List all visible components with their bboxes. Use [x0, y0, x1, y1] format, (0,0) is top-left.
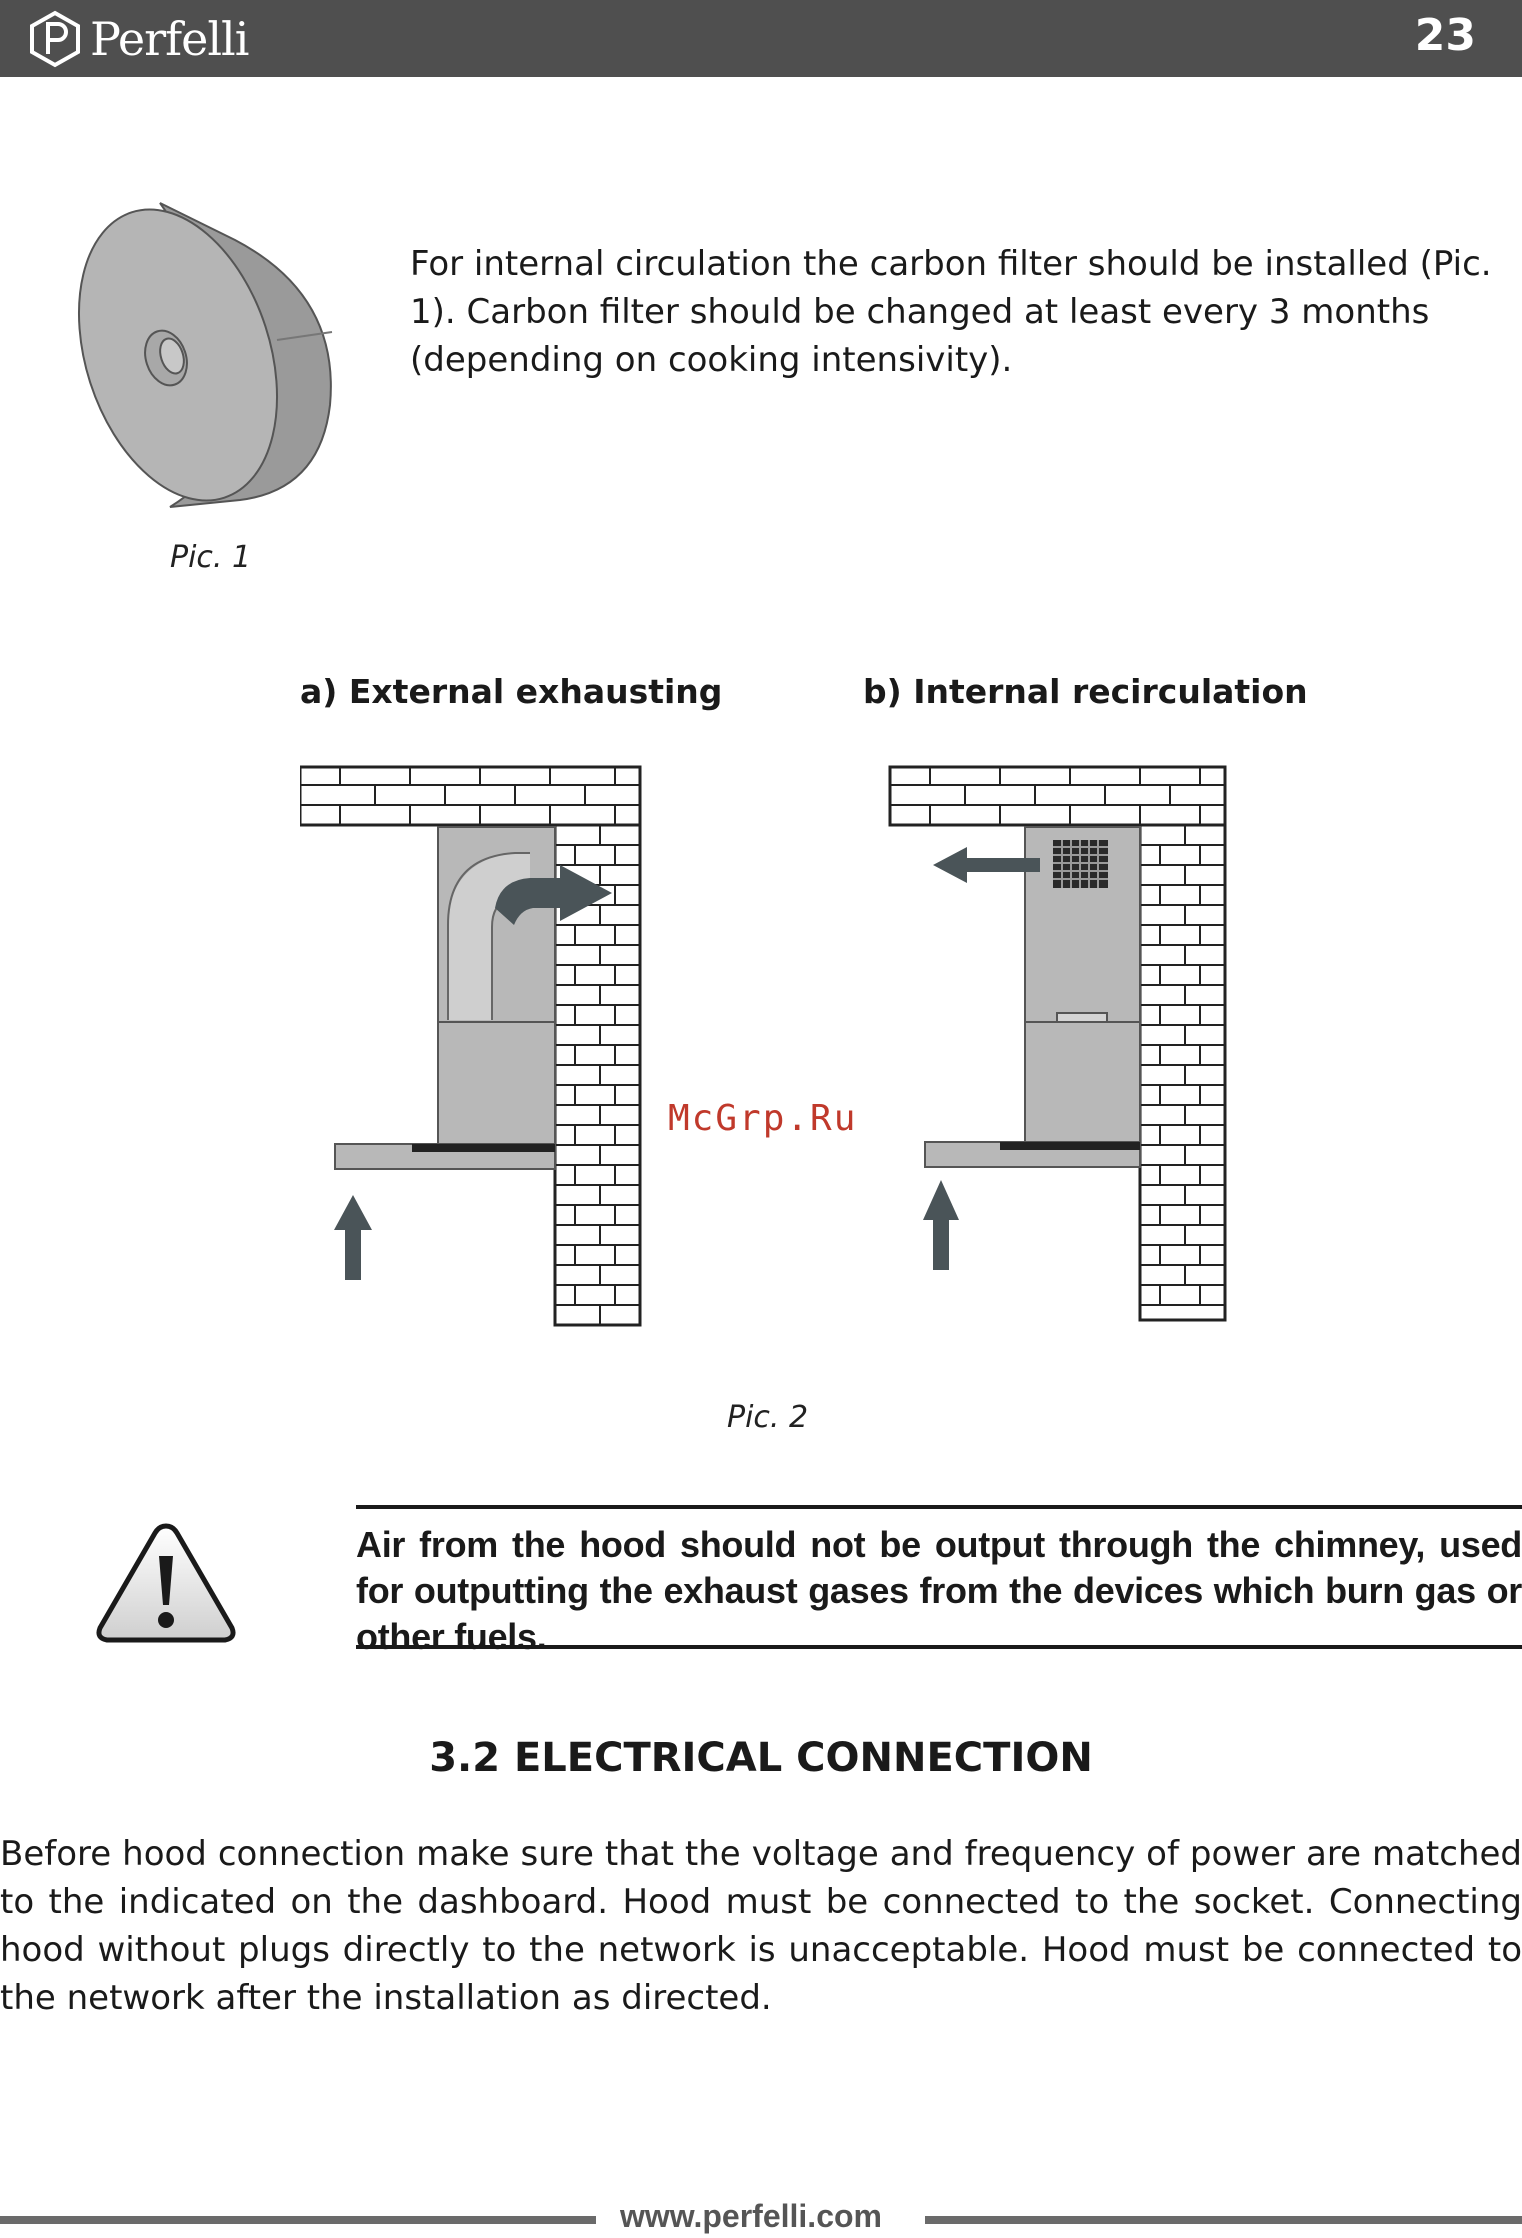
page-number: 23	[1414, 10, 1476, 61]
warning-rule-top	[356, 1505, 1522, 1509]
electrical-connection-text: Before hood connection make sure that th…	[0, 1834, 1522, 2018]
carbon-filter-text: For internal circulation the carbon filt…	[410, 244, 1492, 380]
warning-triangle-icon	[96, 1523, 236, 1643]
footer-rule-left	[0, 2216, 596, 2224]
brand-name: Perfelli	[90, 12, 249, 66]
warning-text: Air from the hood should not be output t…	[356, 1524, 1522, 1657]
warning-rule-bottom	[356, 1645, 1522, 1649]
pic1-caption: Pic. 1	[170, 540, 252, 575]
footer-url: www.perfelli.com	[620, 2198, 882, 2234]
recirculation-grille-icon	[1053, 840, 1108, 888]
section-heading: 3.2 ELECTRICAL CONNECTION	[429, 1735, 1093, 1781]
watermark: McGrp.Ru	[668, 1098, 858, 1139]
airflow-up-arrow-icon	[334, 1195, 372, 1280]
pic2-caption: Pic. 2	[727, 1400, 809, 1435]
internal-recirculation-title: b) Internal recirculation	[863, 672, 1308, 711]
external-exhausting-diagram	[300, 765, 642, 1327]
brick-wall	[300, 767, 640, 825]
exhaust-arrow-icon	[495, 865, 612, 925]
page-header	[0, 0, 1522, 77]
airflow-up-arrow-icon	[923, 1180, 959, 1270]
footer-rule-right	[925, 2216, 1522, 2224]
perfelli-logo-icon	[30, 10, 80, 68]
internal-recirculation-diagram	[888, 765, 1227, 1322]
brand-logo: Perfelli	[28, 8, 249, 70]
external-exhausting-title: a) External exhausting	[300, 672, 723, 711]
recirculation-arrow-icon	[933, 847, 1040, 883]
carbon-filter-illustration	[77, 202, 333, 508]
